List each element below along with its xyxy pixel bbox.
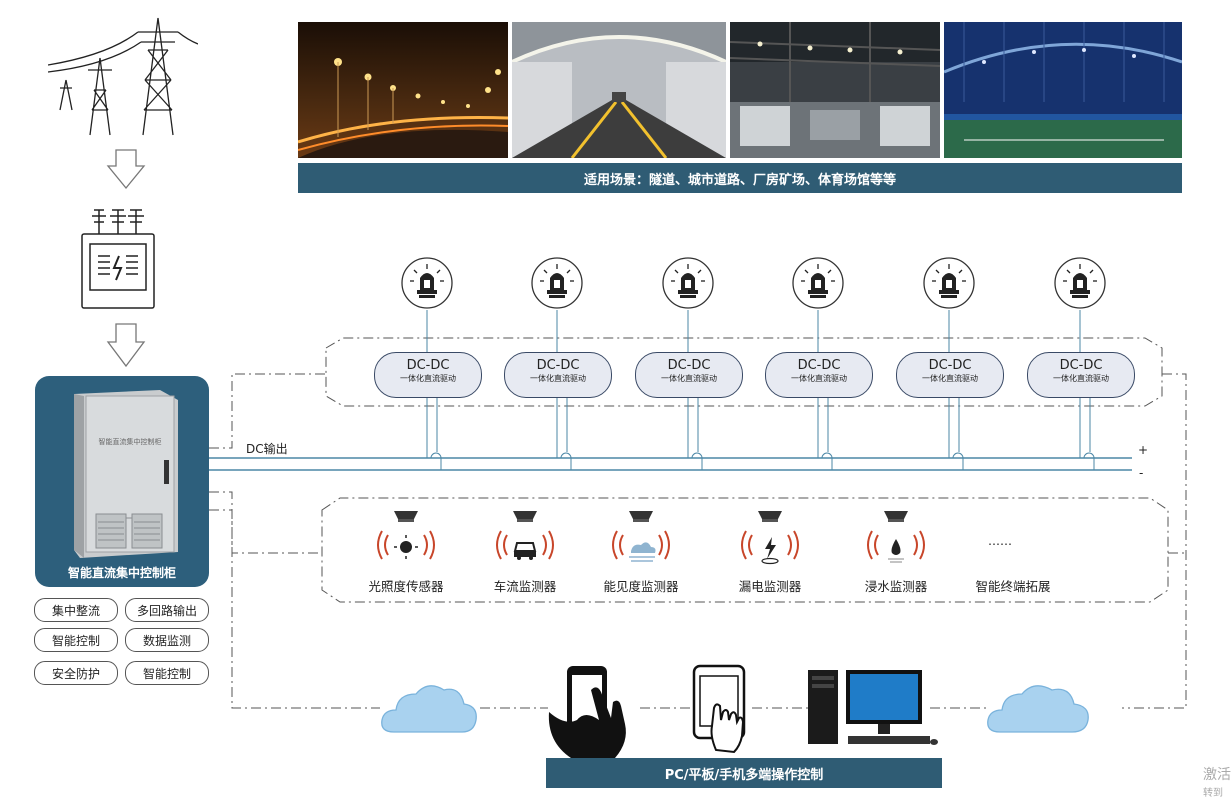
smartphone-hand-icon	[548, 666, 626, 758]
photo-stadium	[944, 22, 1182, 158]
street-lamp-icon	[923, 257, 975, 309]
scenes-banner: 适用场景：隧道、城市道路、厂房矿场、体育场馆等等	[298, 163, 1182, 193]
leakage-sensor-icon	[741, 511, 799, 565]
driver-subtitle: 一体化直流驱动	[1053, 374, 1109, 383]
photo-city-road	[298, 22, 508, 158]
feature-smart-control: 智能控制	[34, 628, 118, 652]
sensor-label-flood: 浸水监测器	[864, 579, 928, 594]
driver-subtitle: 一体化直流驱动	[922, 374, 978, 383]
street-lamp-icon	[531, 257, 583, 309]
street-lamp-icon	[792, 257, 844, 309]
more-ellipsis: ……	[988, 534, 1012, 548]
sensor-label-extension: 智能终端拓展	[975, 579, 1051, 594]
traffic-sensor-icon	[496, 511, 554, 560]
driver-subtitle: 一体化直流驱动	[400, 374, 456, 383]
driver-title: DC-DC	[928, 358, 972, 373]
driver-title: DC-DC	[667, 358, 711, 373]
cabinet-title: 智能直流集中控制柜	[67, 566, 176, 580]
tablet-touch-icon	[692, 664, 746, 754]
cabinet-door-text: 智能直流集中控制柜	[99, 437, 162, 446]
stadium-image	[944, 22, 1182, 158]
arrow-down-icon	[106, 149, 146, 190]
visibility-sensor-icon	[612, 511, 670, 562]
street-lamp-icon	[662, 257, 714, 309]
control-banner: PC/平板/手机多端操作控制	[546, 758, 942, 788]
driver-subtitle: 一体化直流驱动	[791, 374, 847, 383]
watermark-line2: 转到	[1203, 788, 1223, 799]
minus-sign: -	[1139, 466, 1144, 480]
sensor-label-traffic: 车流监测器	[493, 579, 557, 594]
feature-data-monitoring: 数据监测	[125, 628, 209, 652]
driver-title: DC-DC	[797, 358, 841, 373]
feature-smart-control-2: 智能控制	[125, 661, 209, 685]
driver-title: DC-DC	[406, 358, 450, 373]
dc-output-label: DC输出	[246, 442, 288, 456]
photo-tunnel	[512, 22, 726, 158]
driver-title: DC-DC	[1059, 358, 1103, 373]
street-lamp-icon	[401, 257, 453, 309]
scenes-banner-text: 适用场景：隧道、城市道路、厂房矿场、体育场馆等等	[583, 172, 896, 188]
arrow-down-icon	[106, 323, 146, 368]
feature-centralized-rectification: 集中整流	[34, 598, 118, 622]
transformer-icon	[81, 209, 155, 309]
street-lamp-icon	[1054, 257, 1106, 309]
plus-sign: +	[1138, 443, 1149, 457]
feature-multi-circuit-output: 多回路输出	[125, 598, 209, 622]
tunnel-image	[512, 22, 726, 158]
watermark-line1: 激活	[1203, 767, 1231, 783]
light-sensor-icon	[377, 511, 435, 560]
cloud-icon	[987, 685, 1089, 733]
flood-sensor-icon	[867, 511, 925, 563]
driver-title: DC-DC	[536, 358, 580, 373]
factory-image	[730, 22, 940, 158]
sensor-label-light: 光照度传感器	[368, 579, 444, 594]
cloud-icon	[381, 685, 477, 733]
control-banner-text: PC/平板/手机多端操作控制	[664, 767, 824, 783]
transmission-tower-icon	[48, 17, 198, 136]
city-road-image	[298, 22, 508, 158]
sensor-label-leakage: 漏电监测器	[738, 579, 802, 594]
feature-safety-protection: 安全防护	[34, 661, 118, 685]
driver-subtitle: 一体化直流驱动	[530, 374, 586, 383]
sensor-label-visibility: 能见度监测器	[603, 579, 679, 594]
desktop-computer-icon	[808, 670, 938, 745]
control-cabinet-image: 智能直流集中控制柜	[74, 390, 178, 558]
photo-factory	[730, 22, 940, 158]
driver-subtitle: 一体化直流驱动	[661, 374, 717, 383]
